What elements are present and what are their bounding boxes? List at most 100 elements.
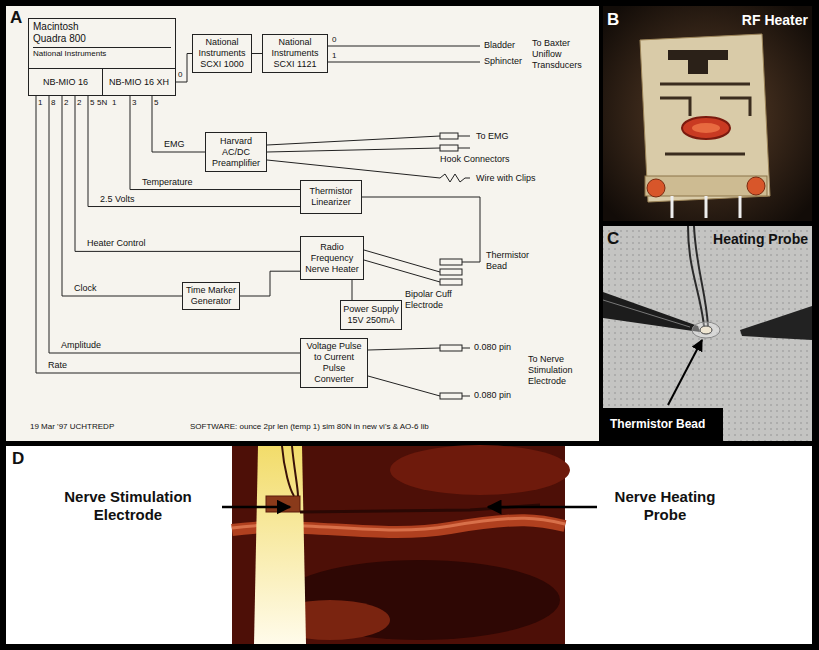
annotation-label: To EMG — [476, 131, 509, 142]
cuff-plug — [440, 279, 462, 285]
annotation-label: 5 — [154, 98, 158, 108]
signal-name: Temperature — [142, 177, 193, 188]
box-label: National Instruments — [33, 48, 171, 59]
signal-wire — [36, 96, 300, 373]
annotation-label: 5 — [90, 98, 94, 108]
rf-heater-photo — [603, 6, 812, 221]
panel-label: C — [607, 229, 619, 249]
process-box: National Instruments SCXI 1121 — [262, 34, 328, 73]
electrode-wire — [282, 446, 298, 496]
panel-label: RF Heater — [690, 12, 808, 29]
annotation-label: Hook Connectors — [440, 154, 510, 165]
circuit-board — [640, 34, 770, 202]
box-label: National Instruments SCXI 1000 — [195, 37, 249, 70]
signal-name: Clock — [74, 283, 97, 294]
box-label: Voltage Pulse to Current Pulse Converter — [303, 341, 365, 385]
signal-wire — [352, 280, 353, 300]
box-label: NB-MIO 16 — [31, 77, 100, 88]
box-label: Time Marker Generator — [185, 285, 237, 307]
tissue — [390, 445, 570, 495]
signal-wire — [49, 96, 300, 353]
red-coil — [682, 117, 730, 139]
annotation-label: Wire with Clips — [476, 173, 536, 184]
card-box: NB-MIO 16 XH — [102, 68, 176, 96]
signal-wire — [152, 96, 205, 152]
signal-wire — [75, 96, 300, 251]
annotation-label: 0.080 pin — [474, 390, 511, 401]
annotation-label: Thermistor Bead — [486, 250, 542, 272]
signal-name: EMG — [164, 139, 185, 150]
annotation-label: 19 Mar '97 UCHTREDP — [30, 422, 114, 432]
forceps — [740, 306, 812, 340]
panel-a-ground — [6, 6, 599, 441]
box-label: Radio Frequency Nerve Heater — [303, 242, 361, 275]
annotation-label: 3 — [132, 98, 136, 108]
card-box: NB-MIO 16 — [28, 68, 103, 96]
capacitor — [747, 177, 765, 195]
process-box: Voltage Pulse to Current Pulse Converter — [300, 338, 368, 388]
panel-label: Nerve Stimulation Electrode — [40, 488, 216, 524]
electrode-cuff — [266, 496, 300, 512]
process-box: Macintosh Quadra 800National Instruments… — [28, 18, 176, 96]
probe-casing — [692, 322, 720, 338]
box-label: Harvard AC/DC Preamplifier — [208, 136, 264, 169]
signal-name: 2.5 Volts — [100, 194, 135, 205]
photo-texture — [603, 226, 812, 441]
stimulation-wire — [368, 348, 440, 396]
hook-connector-pin — [458, 136, 470, 148]
annotation-label: 1 — [112, 98, 116, 108]
signal-wire — [240, 271, 300, 296]
signal-name: Heater Control — [87, 238, 146, 249]
panel-label: B — [607, 10, 619, 30]
box-label: Macintosh Quadra 800 — [33, 21, 171, 48]
panel-d-ground — [6, 446, 812, 644]
signal-name: Rate — [48, 360, 67, 371]
panel-label: Nerve Heating Probe — [598, 488, 732, 524]
annotation-label: To Nerve Stimulation Electrode — [528, 354, 594, 387]
annotation-label: Sphincter — [484, 56, 522, 67]
pointer-arrow — [488, 506, 597, 509]
process-box: Radio Frequency Nerve Heater — [300, 236, 364, 280]
red-coil-highlight — [692, 123, 720, 133]
cuff-plug — [440, 269, 462, 275]
signal-wire — [62, 96, 182, 296]
annotation-label: 2 — [64, 98, 68, 108]
panel-label: Heating Probe — [690, 231, 808, 248]
heating-probe-photo — [603, 226, 812, 441]
box-label: Power Supply — [343, 304, 399, 315]
signal-name: Amplitude — [61, 340, 101, 351]
annotation-label: 1 — [332, 51, 336, 61]
annotation-label: Bipolar Cuff Electrode — [405, 289, 463, 311]
pin-stub — [462, 348, 470, 396]
signal-wire — [130, 96, 300, 190]
thermistor-plug — [440, 259, 462, 265]
panel-label: A — [10, 8, 22, 28]
transducer-wire — [328, 46, 480, 62]
forceps — [603, 292, 700, 332]
signal-wire — [88, 96, 300, 207]
annotation-label: 1 — [38, 98, 42, 108]
annotation-label: 2 — [77, 98, 81, 108]
process-box: Harvard AC/DC Preamplifier — [205, 132, 267, 172]
annotation-label: 8 — [51, 98, 55, 108]
annotation-label: SOFTWARE: ounce 2pr len (temp 1) sim 80N… — [190, 422, 429, 432]
hook-connector — [440, 145, 458, 151]
emg-wire — [267, 136, 440, 178]
capacitor — [647, 179, 665, 197]
box-label: 15V 250mA — [343, 315, 399, 326]
clip-symbol — [440, 174, 470, 182]
thermistor-wire — [362, 197, 480, 262]
annotation-label: 5N — [97, 98, 107, 108]
signal-wire — [176, 54, 192, 83]
probe-wire — [688, 226, 708, 326]
heater-wire — [364, 250, 440, 282]
forceps-highlight — [603, 300, 690, 327]
box-label: Thermistor Linearizer — [303, 186, 359, 208]
panel-label: D — [12, 449, 24, 469]
board-trace — [668, 50, 728, 74]
signal-wire — [252, 53, 262, 54]
board-pins — [672, 196, 740, 218]
